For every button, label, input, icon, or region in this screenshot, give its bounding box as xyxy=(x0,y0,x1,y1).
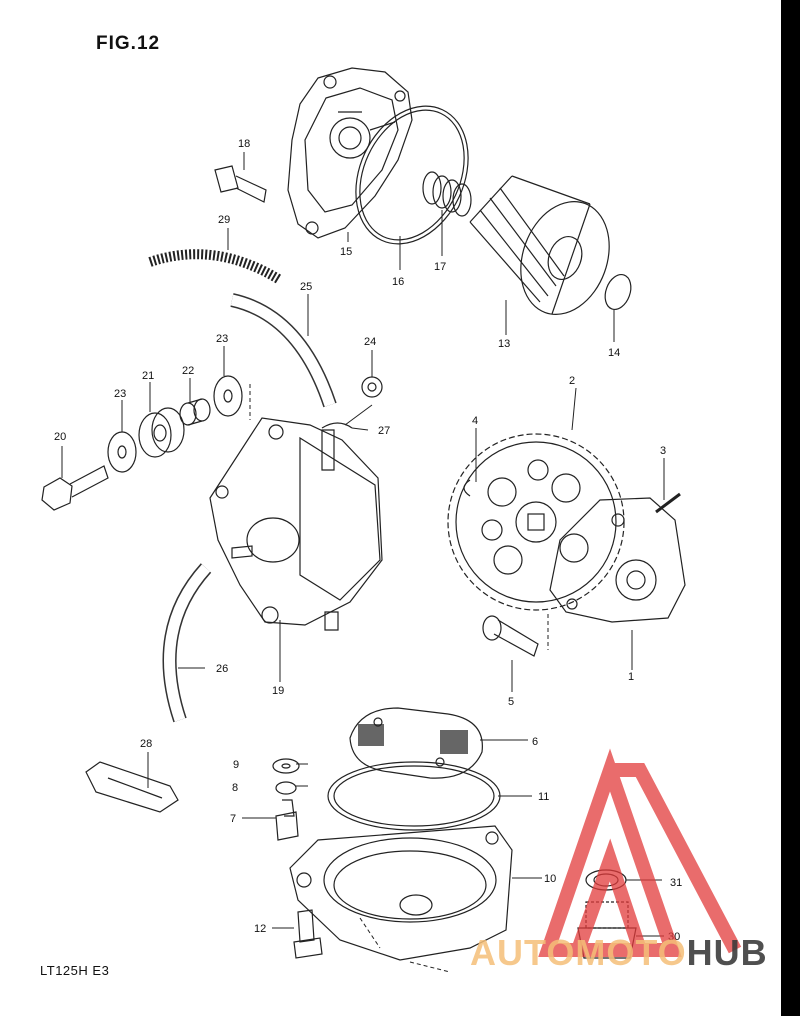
part-washer-9 xyxy=(272,758,300,774)
callout-1: 1 xyxy=(628,671,634,683)
part-washer-23a xyxy=(107,431,137,473)
callout-28: 28 xyxy=(140,738,152,750)
part-spring-hose-29 xyxy=(148,249,283,285)
callout-29: 29 xyxy=(218,214,230,226)
callout-23b: 23 xyxy=(216,333,228,345)
part-bolt-12 xyxy=(293,909,323,959)
callout-20: 20 xyxy=(54,431,66,443)
part-washer-23b xyxy=(213,375,243,417)
callout-6: 6 xyxy=(532,736,538,748)
part-lock-washer-8 xyxy=(275,781,297,795)
part-bolt-5 xyxy=(482,615,539,657)
part-filter-cover xyxy=(287,67,413,239)
callout-31: 31 xyxy=(670,877,682,889)
part-bolt-18 xyxy=(214,165,267,203)
watermark-logo xyxy=(538,748,742,957)
watermark-part1: AUTOMOTO xyxy=(470,932,687,973)
part-oil-pump xyxy=(549,497,686,623)
callout-10: 10 xyxy=(544,873,556,885)
part-clamp-27 xyxy=(321,422,353,429)
part-bracket-28 xyxy=(85,761,179,813)
callout-9: 9 xyxy=(233,759,239,771)
part-o-ring-16 xyxy=(355,105,469,245)
part-bolt-7 xyxy=(275,799,299,841)
callout-12: 12 xyxy=(254,923,266,935)
callout-21: 21 xyxy=(142,370,154,382)
figure-title: FIG.12 xyxy=(96,33,161,54)
page-border xyxy=(781,0,800,1016)
callout-7: 7 xyxy=(230,813,236,825)
part-fuel-pump xyxy=(209,417,383,631)
part-collar-22 xyxy=(179,398,211,426)
callout-22: 22 xyxy=(182,365,194,377)
callout-2: 2 xyxy=(569,375,575,387)
callout-19: 19 xyxy=(272,685,284,697)
part-oil-sump-cover xyxy=(289,825,513,961)
leader-lines xyxy=(61,152,665,973)
callout-17: 17 xyxy=(434,261,446,273)
callout-8: 8 xyxy=(232,782,238,794)
part-o-ring-14 xyxy=(604,273,632,311)
callout-5: 5 xyxy=(508,696,514,708)
part-clip-4 xyxy=(463,479,471,497)
callout-13: 13 xyxy=(498,338,510,350)
part-pin-3 xyxy=(655,492,681,514)
part-grommet-21 xyxy=(138,407,185,458)
part-spring-17 xyxy=(422,171,472,217)
callout-3: 3 xyxy=(660,445,666,457)
callout-16: 16 xyxy=(392,276,404,288)
part-oil-filter xyxy=(469,175,610,315)
callout-26: 26 xyxy=(216,663,228,675)
callout-4: 4 xyxy=(472,415,478,427)
watermark-part2: HUB xyxy=(686,932,768,973)
callout-25: 25 xyxy=(300,281,312,293)
watermark-text: AUTOMOTOHUB xyxy=(470,932,768,974)
part-bolt-20 xyxy=(41,465,109,511)
callout-18: 18 xyxy=(238,138,250,150)
part-nut-24 xyxy=(361,376,383,398)
part-gear xyxy=(447,433,625,611)
callout-14: 14 xyxy=(608,347,620,359)
part-hose-25 xyxy=(230,293,337,408)
part-strainer xyxy=(349,707,483,779)
model-code: LT125H E3 xyxy=(40,963,110,978)
callout-15: 15 xyxy=(340,246,352,258)
part-gasket-11 xyxy=(327,761,501,831)
callout-23a: 23 xyxy=(114,388,126,400)
callout-24: 24 xyxy=(364,336,376,348)
callout-11: 11 xyxy=(538,791,549,803)
callout-27: 27 xyxy=(378,425,390,437)
